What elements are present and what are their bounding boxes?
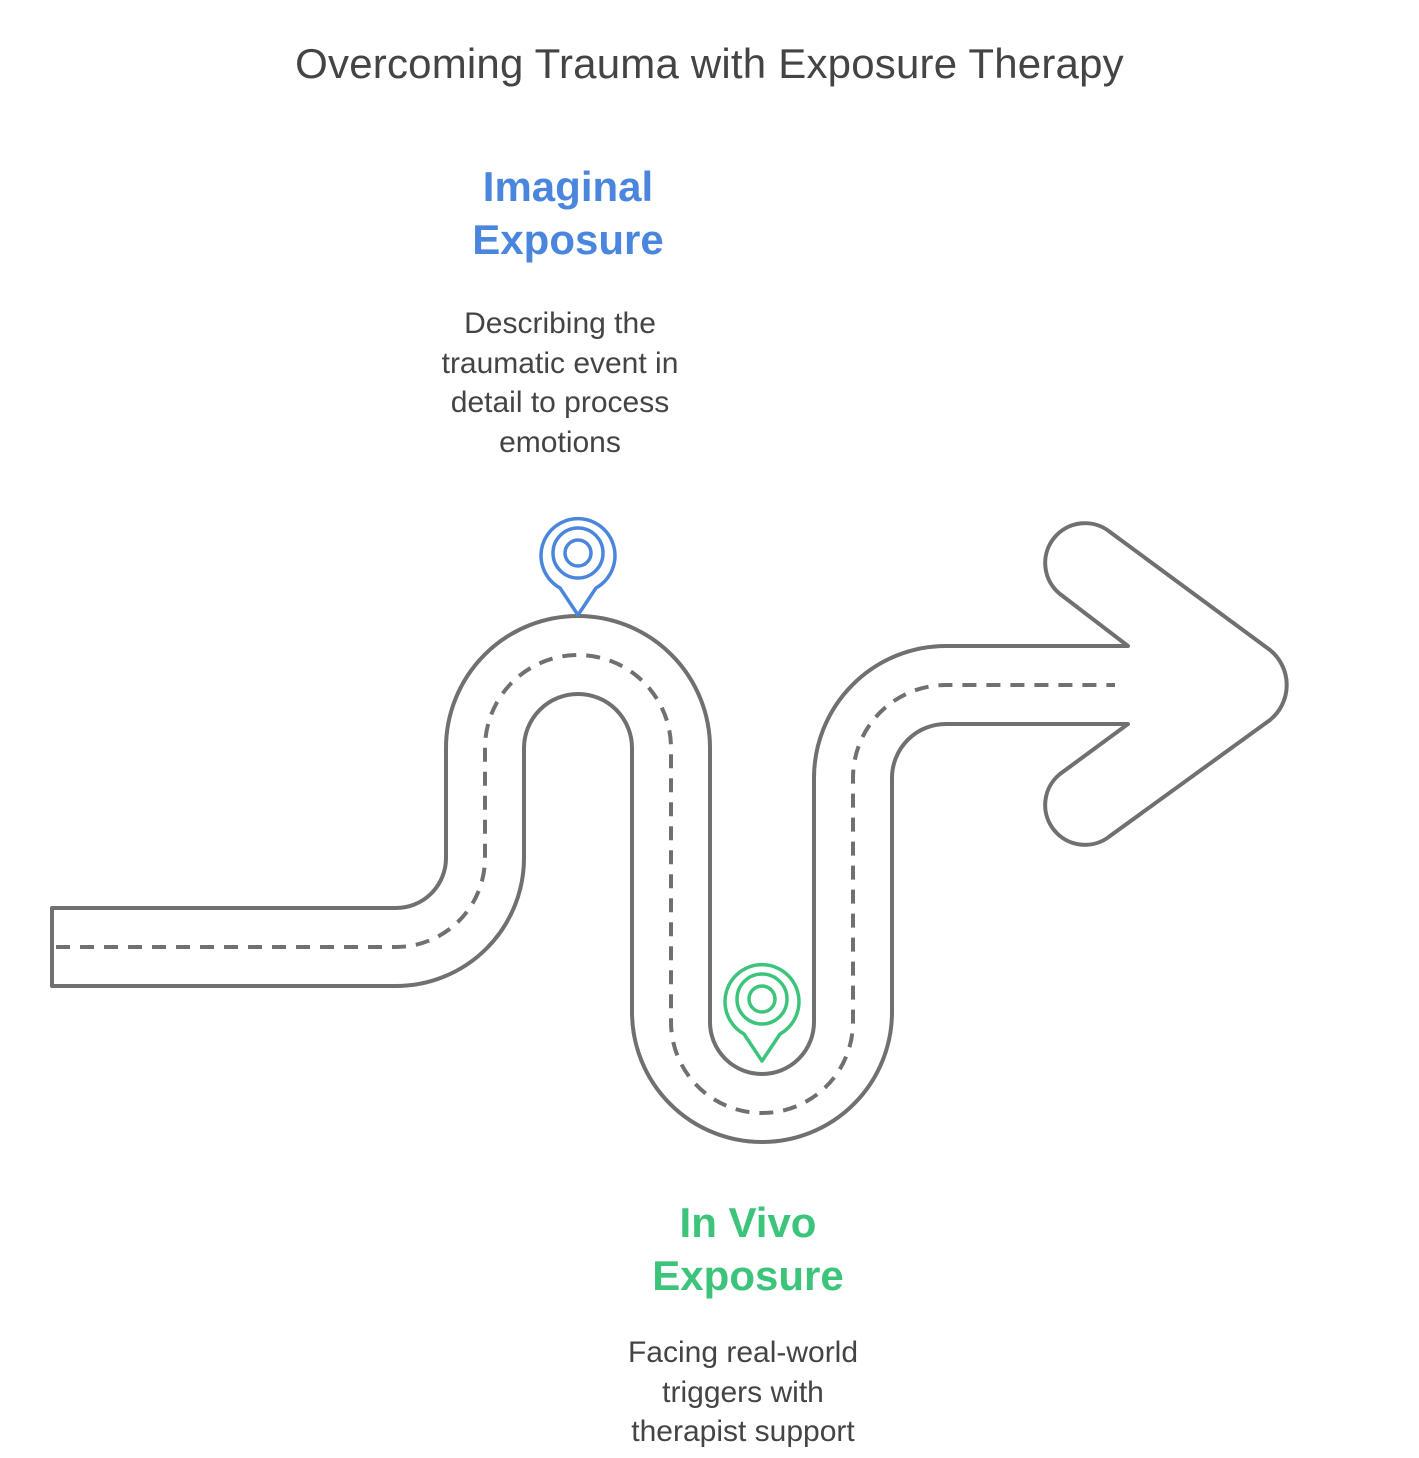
description-line: traumatic event in (441, 346, 679, 380)
diagram-title: Overcoming Trauma with Exposure Therapy (295, 40, 1124, 87)
step-description-in-vivo-exposure: Facing real-world triggers with therapis… (593, 1333, 893, 1452)
description-line: detail to process (450, 386, 670, 419)
road-center-line (56, 653, 1115, 1115)
heading-line: In Vivo (679, 1199, 817, 1246)
step-description-imaginal-exposure: Describing the traumatic event in detail… (410, 304, 710, 462)
description-line: therapist support (631, 1415, 855, 1448)
heading-line: Imaginal (482, 163, 654, 210)
description-line: Describing the (464, 307, 656, 340)
road-edge-upper (50, 521, 1289, 1144)
description-line: Facing real-world (627, 1336, 859, 1369)
description-line: triggers with (662, 1375, 824, 1409)
heading-line: Exposure (472, 216, 664, 263)
heading-line: Exposure (652, 1252, 844, 1299)
description-line: emotions (499, 425, 621, 459)
step-heading-imaginal-exposure: Imaginal Exposure (398, 160, 738, 266)
step-heading-in-vivo-exposure: In Vivo Exposure (578, 1196, 918, 1302)
location-pin-icon (723, 963, 801, 1063)
location-pin-icon (539, 517, 617, 617)
